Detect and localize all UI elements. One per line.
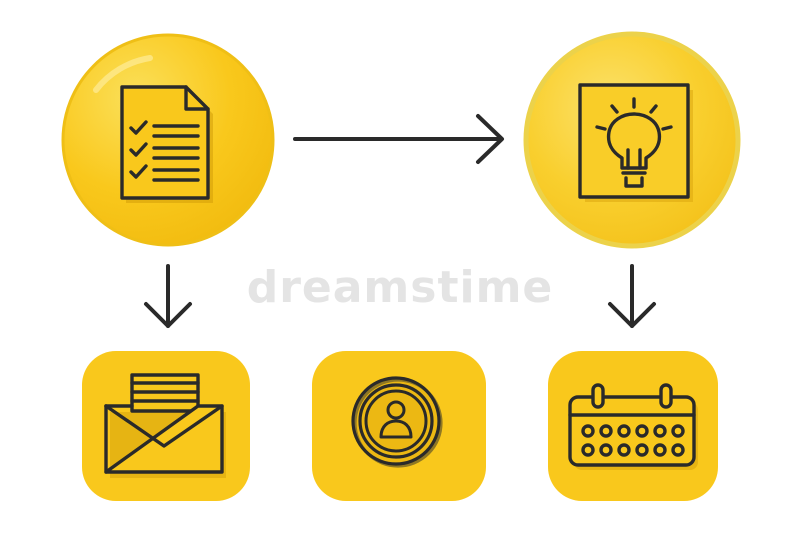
node-user (312, 351, 486, 501)
node-mail (82, 351, 250, 501)
checklist-document-icon (120, 85, 213, 203)
mail-inbox-icon (104, 373, 226, 478)
calendar-icon (568, 383, 698, 470)
user-profile-icon (351, 376, 443, 468)
arrow-down-right (608, 264, 656, 328)
node-idea (523, 31, 741, 249)
arrow-right (293, 114, 504, 164)
arrow-down-left (144, 264, 192, 328)
node-checklist (61, 33, 275, 247)
node-calendar (548, 351, 718, 501)
lightbulb-frame-icon (578, 83, 693, 202)
